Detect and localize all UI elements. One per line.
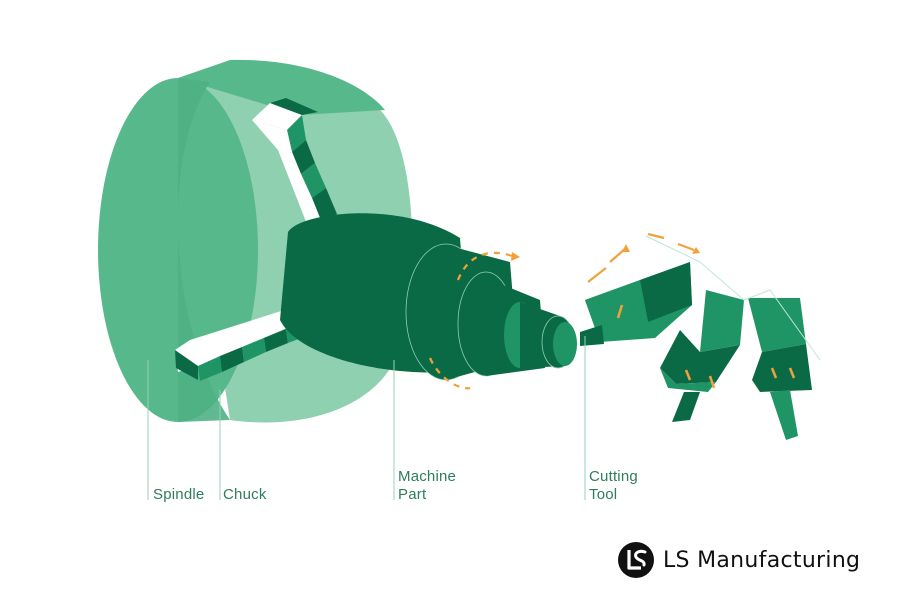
spindle-label-text: Spindle: [153, 486, 205, 503]
brand-name: LS Manufacturing: [663, 547, 861, 573]
cutting-tool-label-line1: Cutting: [589, 468, 638, 485]
leader-lines: [147, 336, 586, 500]
cutting-tools: [580, 232, 821, 440]
chuck-jaws: [175, 98, 337, 381]
cutting-tool-label: Cutting Tool: [589, 468, 638, 504]
chuck-label-text: Chuck: [223, 486, 267, 503]
brand: LS Manufacturing: [617, 540, 860, 580]
ls-logo-icon: [618, 542, 654, 578]
machine-part-label: Machine Part: [398, 468, 456, 504]
machine-part-label-line2: Part: [398, 486, 427, 503]
chuck-label: Chuck: [223, 486, 267, 504]
cutting-tool-label-line2: Tool: [589, 486, 618, 503]
spindle-label: Spindle: [153, 486, 204, 504]
machine-part-label-line1: Machine: [398, 468, 457, 485]
machine-part: [280, 213, 577, 390]
